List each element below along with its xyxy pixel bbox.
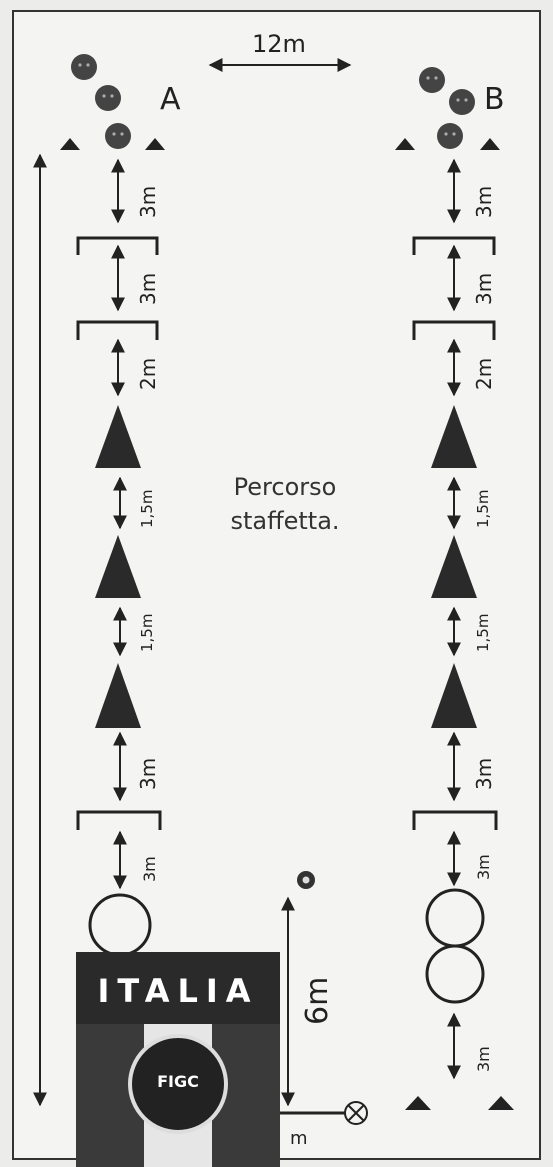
team-a-label: A (160, 82, 181, 117)
slalom-cone (431, 535, 477, 598)
ring (88, 893, 152, 957)
start-cone (145, 138, 165, 150)
ball (71, 54, 97, 80)
lane-b-label-1-5m: 1,5m (474, 489, 492, 528)
lane-a-label-1-5m: 1,5m (138, 489, 156, 528)
lane-b-label-3m: 3m (472, 757, 496, 790)
lane-a-label-3m: 3m (140, 856, 159, 882)
six-meter-label: 6m (300, 976, 335, 1025)
lane-b-label-3m: 3m (472, 185, 496, 218)
crossed-circle-marker (344, 1101, 368, 1125)
lane-a-balls (71, 54, 131, 149)
logo-badge-text: FIGC (157, 1072, 199, 1091)
logo-emblem-icon (128, 1034, 228, 1134)
lane-a-label-3m: 3m (136, 272, 160, 305)
lane-b-balls (419, 67, 475, 149)
diagram-title: Percorso staffetta. (190, 470, 380, 538)
lane-b-label-3m: 3m (474, 854, 493, 880)
slalom-cone (95, 535, 141, 598)
lane-a-label-3m: 3m (136, 185, 160, 218)
hurdle (412, 320, 496, 340)
lane-a-label-3m: 3m (136, 757, 160, 790)
lane-b-label-1-5m: 1,5m (474, 613, 492, 652)
ball (105, 123, 131, 149)
slalom-cone (95, 663, 141, 728)
slalom-cone (95, 405, 141, 468)
start-cone (480, 138, 500, 150)
hurdle (76, 236, 159, 255)
title-line-2: staffetta. (230, 507, 340, 535)
title-line-1: Percorso (233, 473, 337, 501)
ball (95, 85, 121, 111)
lane-b-course (412, 236, 498, 1004)
finish-cone (488, 1096, 514, 1110)
lane-a-label-1-5m: 1,5m (138, 613, 156, 652)
slalom-cone (431, 405, 477, 468)
team-b-label: B (484, 82, 505, 117)
hurdle (412, 810, 498, 830)
ball (419, 67, 445, 93)
logo-text: ITALIA (97, 972, 259, 1010)
start-cone (60, 138, 80, 150)
lane-a-label-2m: 2m (136, 357, 160, 390)
lane-b-label-2m: 2m (472, 357, 496, 390)
width-label: 12m (252, 30, 306, 58)
lane-b-label-3m: 3m (474, 1046, 493, 1072)
ring (425, 944, 485, 1004)
bottom-m-label: m (290, 1128, 308, 1149)
start-cone (395, 138, 415, 150)
lane-b-label-3m: 3m (472, 272, 496, 305)
finish-cone (405, 1096, 431, 1110)
hurdle (412, 236, 496, 255)
figc-logo: ITALIA FIGC (76, 952, 280, 1167)
slalom-cone (431, 663, 477, 728)
lane-a-arrows (111, 158, 127, 890)
ball (437, 123, 463, 149)
hurdle (76, 810, 162, 830)
ring (425, 888, 485, 948)
ball (449, 89, 475, 115)
hurdle (76, 320, 159, 340)
